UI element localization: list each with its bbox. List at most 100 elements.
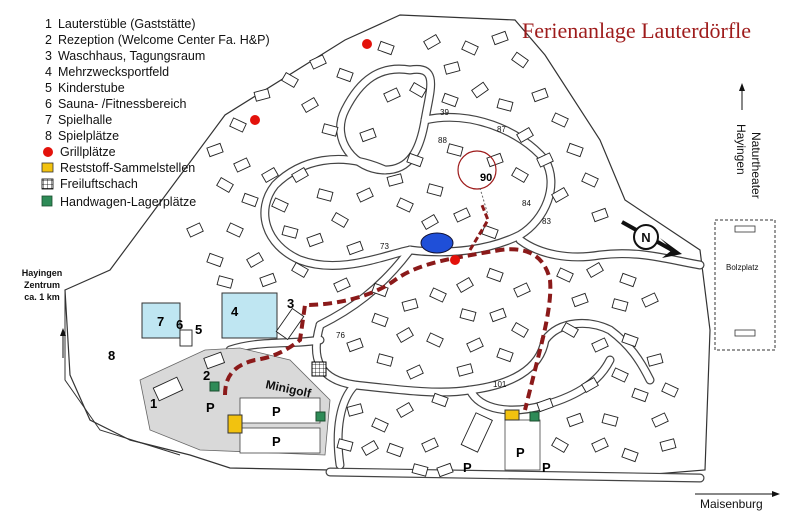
holiday-house (456, 276, 474, 294)
holiday-house (371, 417, 389, 433)
holiday-house (346, 337, 364, 353)
area-5: 5 (195, 322, 202, 337)
house-number-90: 90 (480, 172, 492, 184)
holiday-house (426, 183, 444, 197)
holiday-house (396, 326, 414, 344)
waschhaus-building (275, 307, 305, 341)
holiday-house (551, 436, 569, 454)
holiday-house (659, 438, 677, 452)
holiday-house (233, 157, 251, 173)
holiday-house (556, 267, 574, 283)
reststoff-station (504, 409, 520, 421)
holiday-house (511, 321, 529, 339)
house-number-88: 88 (438, 136, 447, 145)
arrow-up-left-icon (60, 328, 66, 358)
svg-text:N: N (641, 230, 650, 245)
holiday-house (346, 403, 364, 417)
bolzplatz-field (714, 219, 776, 351)
holiday-house (651, 412, 669, 428)
holiday-house (376, 353, 394, 367)
holiday-house (443, 61, 461, 75)
parking-2: P (272, 404, 281, 419)
hayingen-label-2: Zentrum (24, 280, 60, 290)
parking-lot-north (239, 397, 321, 424)
legend-handwagen: Handwagen-Lagerplätze (60, 195, 196, 209)
house-number-39: 39 (440, 108, 449, 117)
area-6: 6 (176, 317, 183, 332)
holiday-house (406, 364, 424, 380)
holiday-house (386, 442, 404, 458)
holiday-house (361, 439, 379, 457)
holiday-house (619, 272, 637, 288)
holiday-house (359, 127, 377, 143)
holiday-house (229, 117, 247, 133)
holiday-house (566, 142, 584, 158)
house-number-101: 101 (493, 380, 507, 389)
parking-4: P (463, 460, 472, 475)
bolzplatz-label: Bolzplatz (726, 263, 758, 272)
holiday-house (371, 312, 389, 328)
holiday-house (536, 397, 554, 413)
holiday-house (601, 413, 619, 427)
holiday-house (511, 166, 529, 184)
handwagen-station (315, 411, 326, 422)
area-1: 1 (150, 396, 157, 411)
holiday-house (641, 292, 659, 308)
holiday-house (446, 143, 464, 157)
holiday-house (471, 81, 489, 99)
holiday-house (566, 412, 584, 428)
holiday-house (333, 277, 351, 293)
building-south (460, 412, 493, 453)
holiday-house (581, 376, 599, 394)
holiday-house (571, 292, 589, 308)
holiday-house (489, 307, 507, 323)
holiday-house (291, 166, 309, 184)
road-network (225, 64, 705, 483)
holiday-house (421, 213, 439, 231)
gaststaette-building (152, 376, 184, 402)
parking-3: P (272, 434, 281, 449)
holiday-house (336, 438, 354, 452)
holiday-house (386, 173, 404, 187)
holiday-house (396, 197, 414, 213)
holiday-house (611, 367, 629, 383)
holiday-house (206, 252, 224, 268)
holiday-house (396, 401, 414, 419)
holiday-house (631, 387, 649, 403)
holiday-house (586, 261, 604, 279)
holiday-house (621, 332, 639, 348)
holiday-house (301, 96, 319, 114)
area-2: 2 (203, 368, 210, 383)
holiday-house (253, 88, 271, 102)
naturtheater-label: Naturtheater (749, 132, 763, 199)
holiday-house (216, 176, 234, 194)
area-4: 4 (231, 304, 239, 319)
holiday-house (513, 282, 531, 298)
holiday-house (356, 187, 374, 203)
holiday-house (429, 287, 447, 303)
legend-grill: Grillplätze (60, 145, 116, 159)
holiday-house (591, 337, 609, 353)
sauna-building (179, 329, 193, 347)
holiday-house (551, 112, 569, 128)
arrow-up-icon (739, 83, 745, 110)
grill-place (250, 115, 260, 125)
holiday-house (441, 92, 459, 108)
area-3: 3 (287, 296, 294, 311)
holiday-house (206, 142, 224, 158)
holiday-house (646, 353, 664, 367)
highlight-circle-90 (457, 150, 497, 190)
holiday-house (461, 40, 479, 56)
holiday-house (561, 321, 579, 339)
holiday-house (409, 81, 427, 99)
handwagen-station (529, 411, 540, 422)
holiday-house (421, 437, 439, 453)
holiday-house (496, 98, 514, 112)
